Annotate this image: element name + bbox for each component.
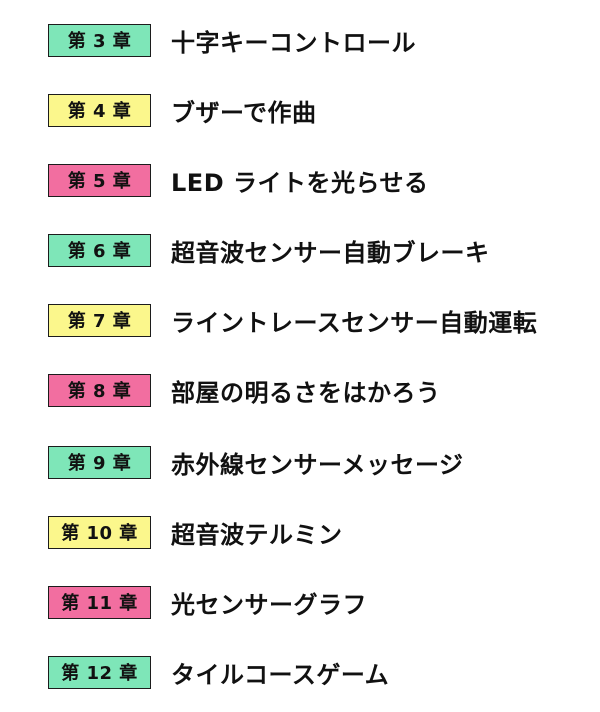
chapter-title: ブザーで作曲 bbox=[171, 98, 317, 127]
chapter-row-9: 第 9 章 赤外線センサーメッセージ bbox=[48, 445, 464, 479]
chapter-title: タイルコースゲーム bbox=[171, 660, 390, 689]
chapter-row-8: 第 8 章 部屋の明るさをはかろう bbox=[48, 373, 441, 407]
chapter-title: 十字キーコントロール bbox=[171, 28, 416, 57]
chapter-badge: 第 9 章 bbox=[48, 445, 151, 479]
chapter-row-6: 第 6 章 超音波センサー自動ブレーキ bbox=[48, 233, 490, 267]
chapter-title: 超音波テルミン bbox=[171, 520, 343, 549]
chapter-badge: 第 3 章 bbox=[48, 23, 151, 57]
chapter-badge: 第 7 章 bbox=[48, 303, 151, 337]
chapter-title: 赤外線センサーメッセージ bbox=[171, 450, 464, 479]
chapter-title: LED ライトを光らせる bbox=[171, 168, 429, 197]
chapter-title: 超音波センサー自動ブレーキ bbox=[171, 238, 490, 267]
chapter-row-3: 第 3 章 十字キーコントロール bbox=[48, 23, 416, 57]
chapter-row-11: 第 11 章 光センサーグラフ bbox=[48, 585, 367, 619]
chapter-row-4: 第 4 章 ブザーで作曲 bbox=[48, 93, 317, 127]
chapter-row-5: 第 5 章 LED ライトを光らせる bbox=[48, 163, 428, 197]
chapter-row-12: 第 12 章 タイルコースゲーム bbox=[48, 655, 389, 689]
chapter-title: 光センサーグラフ bbox=[171, 590, 367, 619]
chapter-badge: 第 6 章 bbox=[48, 233, 151, 267]
chapter-badge: 第 12 章 bbox=[48, 655, 151, 689]
chapter-badge: 第 10 章 bbox=[48, 515, 151, 549]
chapter-badge: 第 5 章 bbox=[48, 163, 151, 197]
chapter-badge: 第 11 章 bbox=[48, 585, 151, 619]
chapter-title: 部屋の明るさをはかろう bbox=[171, 378, 441, 407]
chapter-row-7: 第 7 章 ライントレースセンサー自動運転 bbox=[48, 303, 537, 337]
chapter-badge: 第 4 章 bbox=[48, 93, 151, 127]
chapter-row-10: 第 10 章 超音波テルミン bbox=[48, 515, 343, 549]
chapter-badge: 第 8 章 bbox=[48, 373, 151, 407]
chapter-title: ライントレースセンサー自動運転 bbox=[171, 308, 538, 337]
